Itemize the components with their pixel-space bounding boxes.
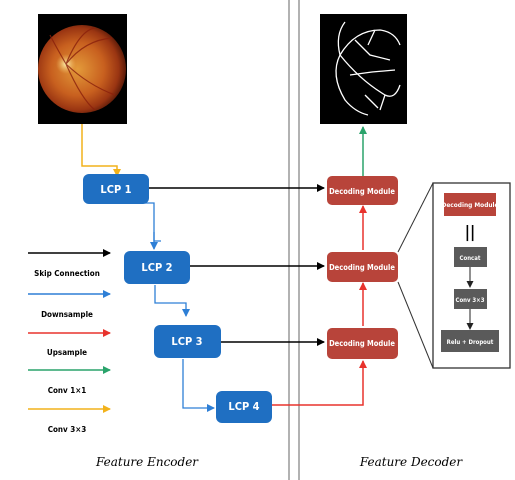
downsample-arrow-2 [154, 285, 190, 317]
decoder-caption: Feature Decoder [359, 455, 464, 469]
decoding-module-label: Decoding Module [329, 339, 395, 348]
output-segmentation-image [320, 14, 407, 124]
encoder-caption: Feature Encoder [95, 455, 199, 469]
decoding-module-1: Decoding Module [327, 176, 398, 205]
equals-sign: || [465, 222, 476, 242]
lcp-block-4: LCP 4 [216, 391, 272, 423]
legend-label-upsample: Upsample [47, 348, 87, 357]
divider-lines [288, 0, 300, 480]
decoding-module-3: Decoding Module [327, 328, 398, 359]
decoding-module-detail: Decoding Module || Concat Conv 3×3 Relu … [432, 182, 511, 369]
lcp-label: LCP 1 [100, 183, 131, 196]
detail-step-relu: Relu + Dropout [447, 339, 494, 346]
legend-label-conv1x1: Conv 1×1 [48, 386, 87, 395]
lcp-label: LCP 4 [228, 400, 259, 413]
legend: Skip Connection Downsample Upsample Conv… [28, 249, 111, 434]
detail-title: Decoding Module [441, 201, 498, 209]
lcp-label: LCP 2 [141, 261, 172, 274]
decoding-module-2: Decoding Module [327, 252, 398, 282]
lcp-block-3: LCP 3 [154, 325, 221, 358]
downsample-arrow-1 [145, 202, 161, 242]
decoding-module-label: Decoding Module [329, 187, 395, 196]
lcp-block-1: LCP 1 [83, 174, 149, 204]
legend-label-downsample: Downsample [41, 310, 93, 319]
downsample-arrow-3 [182, 359, 215, 412]
legend-label-conv3x3: Conv 3×3 [48, 425, 87, 434]
legend-label-skip: Skip Connection [34, 269, 100, 278]
upsample-arrow-lcp4 [272, 360, 367, 406]
conv3x3-arrow-input [81, 124, 121, 177]
detail-connector [397, 182, 434, 369]
lcp-label: LCP 3 [171, 335, 202, 348]
input-fundus-image [38, 14, 127, 124]
lcp-block-2: LCP 2 [124, 251, 190, 284]
detail-step-concat: Concat [460, 255, 481, 262]
decoding-module-label: Decoding Module [329, 263, 395, 272]
detail-step-conv: Conv 3×3 [456, 297, 485, 304]
